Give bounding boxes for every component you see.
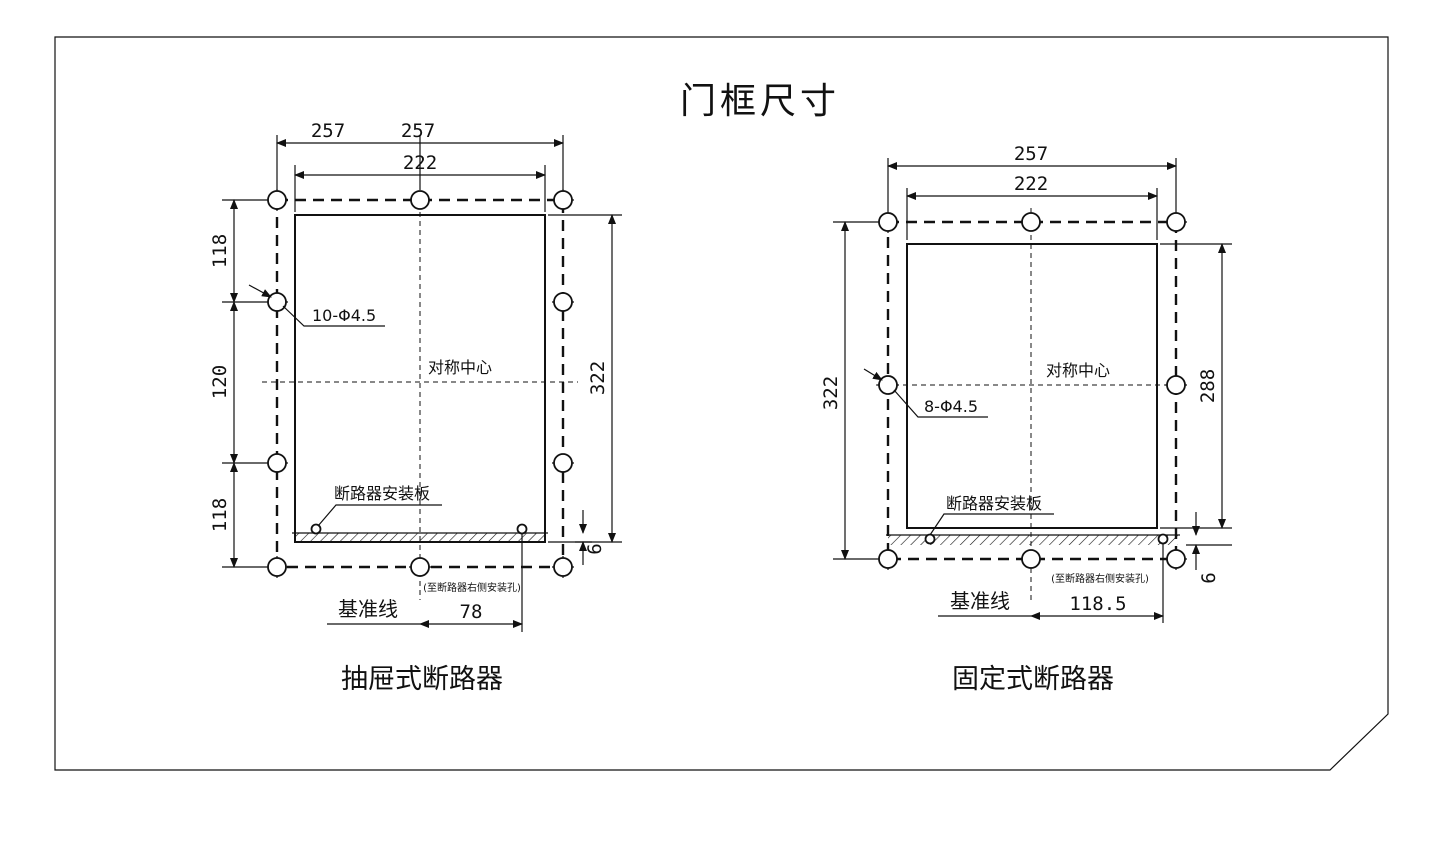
dim-offset: 6 [584,543,606,554]
dim-height-inner: 288 [1197,369,1219,403]
left-note: (至断路器右侧安装孔) [423,581,521,594]
drawing-border [54,36,1389,771]
right-center-label: 对称中心 [1046,361,1110,380]
left-hatch-strip [295,533,545,542]
dim-v-bottom: 118 [209,498,231,532]
dim-v-top: 118 [209,234,231,268]
dim-v-mid: 120 [209,365,231,399]
right-drawing: 257 222 322 288 6 8-Φ4.5 对称中心 断路器安装板 (至断… [820,143,1232,695]
dim-base-offset: 118.5 [1069,593,1126,615]
plate-hole-icon [1157,533,1169,545]
hole-icon [1165,375,1187,395]
plate-hole-icon [516,523,528,535]
hole-icon [266,189,288,211]
dim-top-right: 257 [401,120,435,142]
left-caption: 抽屉式断路器 [341,664,503,695]
hole-icon [409,190,431,210]
right-hatch-strip [888,535,1178,545]
hole-icon [266,556,288,578]
left-plate-label: 断路器安装板 [334,484,430,503]
right-plate-label: 断路器安装板 [946,494,1042,513]
hole-icon [1165,211,1187,233]
hole-icon [1021,549,1041,569]
hole-icon [1021,212,1041,232]
hole-icon [877,548,899,570]
left-center-label: 对称中心 [428,358,492,377]
hole-icon [552,292,574,312]
dim-offset: 6 [1198,572,1220,583]
right-hole-label: 8-Φ4.5 [924,397,978,416]
right-base-label: 基准线 [950,589,1010,613]
hole-icon [1165,548,1187,570]
plate-hole-icon [310,523,322,535]
hole-icon [266,453,288,473]
hole-icon [877,375,899,395]
dim-height: 322 [587,361,609,395]
page-title: 门框尺寸 [680,81,840,122]
dim-inner-width: 222 [403,152,437,174]
right-panel-rect [906,243,1158,529]
dim-inner-width: 222 [1014,173,1048,195]
dim-top-left: 257 [311,120,345,142]
right-note: (至断路器右侧安装孔) [1051,572,1149,585]
left-drawing: 257 257 222 118 120 118 322 6 10-Φ4.5 对称… [209,120,622,695]
dim-height-outer: 322 [820,376,842,410]
left-hole-label: 10-Φ4.5 [312,306,376,325]
hole-icon [552,453,574,473]
hole-icon [552,556,574,578]
hole-icon [552,189,574,211]
right-holes [877,211,1187,570]
right-caption: 固定式断路器 [952,664,1114,695]
hole-icon [877,211,899,233]
left-holes [266,189,574,578]
hole-icon [409,557,431,577]
dim-base-offset: 78 [460,601,483,623]
left-base-label: 基准线 [338,597,398,621]
hole-icon [266,292,288,312]
dim-outer-width: 257 [1014,143,1048,165]
plate-hole-icon [924,533,936,545]
